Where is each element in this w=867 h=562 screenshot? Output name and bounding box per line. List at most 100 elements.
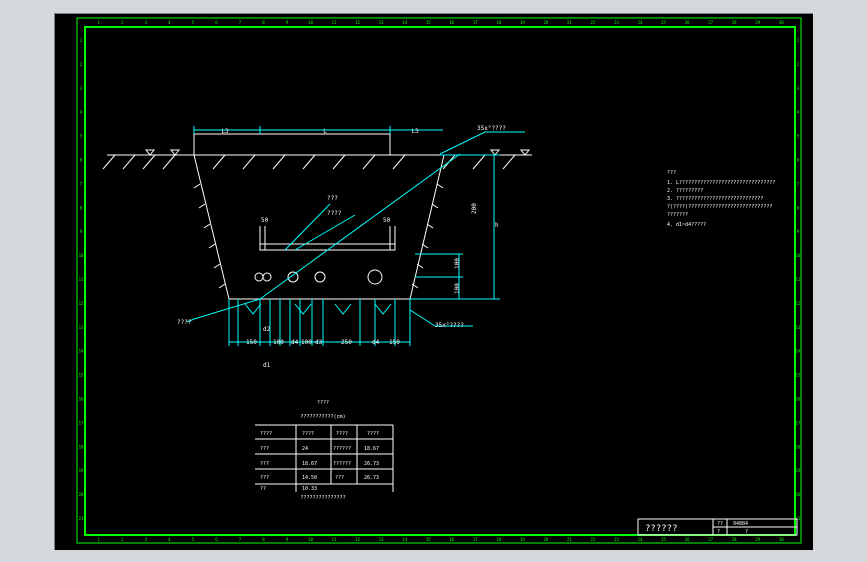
ruler-number: 5 bbox=[192, 20, 195, 25]
dim-L3-left: L3 bbox=[221, 128, 229, 135]
ruler-number: 6 bbox=[797, 157, 800, 162]
ruler-number: 3 bbox=[145, 537, 148, 542]
ruler-number: 4 bbox=[797, 110, 800, 115]
ruler-number: 18 bbox=[496, 20, 501, 25]
note-1: 1. L???????????????????????????????? bbox=[667, 180, 775, 186]
ruler-number: 10 bbox=[796, 253, 801, 258]
ruler-number: 18 bbox=[496, 537, 501, 542]
cable-1 bbox=[254, 272, 264, 282]
ruler-number: 6 bbox=[80, 157, 83, 162]
ruler-number: 20 bbox=[543, 20, 548, 25]
dim-200: 200 bbox=[471, 203, 478, 214]
ruler-number: 12 bbox=[355, 20, 360, 25]
dim-bottom-9: 150 bbox=[389, 339, 400, 346]
ruler-number: 24 bbox=[638, 20, 643, 25]
table-cell: ??? bbox=[260, 446, 269, 452]
table-cell: ???? bbox=[260, 431, 272, 437]
dim-bottom-4: d4 bbox=[291, 339, 299, 346]
table-cell: 26.73 bbox=[364, 475, 379, 481]
note-3: 3. ????????????????????????????? bbox=[667, 196, 763, 202]
ruler-number: 13 bbox=[79, 325, 84, 330]
dim-bottom-8: d4 bbox=[372, 339, 380, 346]
ruler-number: 29 bbox=[755, 537, 760, 542]
table-cell: ?????? bbox=[333, 446, 351, 452]
ruler-number: 9 bbox=[286, 20, 289, 25]
ruler-number: 25 bbox=[661, 20, 666, 25]
ruler-number: 9 bbox=[797, 229, 800, 234]
dim-bottom-6: d3 bbox=[315, 339, 323, 346]
inner-frame bbox=[84, 26, 796, 536]
dim-h: h bbox=[495, 222, 499, 229]
ruler-number: 27 bbox=[708, 20, 713, 25]
table-cell: ?? bbox=[260, 486, 266, 492]
ruler-number: 7 bbox=[239, 537, 242, 542]
ruler-number: 30 bbox=[779, 20, 784, 25]
ruler-number: 3 bbox=[145, 20, 148, 25]
ruler-number: 26 bbox=[685, 537, 690, 542]
table-cell: ???? bbox=[336, 431, 348, 437]
dim-50-left: 50 bbox=[261, 217, 269, 224]
note-3b: ?(????)???????????????????????????? bbox=[667, 204, 772, 210]
dim-L: L bbox=[323, 128, 327, 135]
ruler-number: 8 bbox=[80, 205, 83, 210]
ruler-number: 20 bbox=[796, 492, 801, 497]
table-cell: 14.50 bbox=[302, 475, 317, 481]
ruler-number: 15 bbox=[426, 20, 431, 25]
table-cell: 10.33 bbox=[302, 486, 317, 492]
ruler-number: 15 bbox=[426, 537, 431, 542]
ruler-number: 23 bbox=[614, 537, 619, 542]
ruler-number: 22 bbox=[591, 20, 596, 25]
ruler-number: 21 bbox=[79, 516, 84, 521]
table-title: ???? bbox=[317, 400, 329, 406]
dimension-labels: L3 L L3 h 200 100 100 50 50 150 d2 100 d… bbox=[177, 125, 506, 369]
ruler-number: 1 bbox=[98, 20, 101, 25]
title-block-label-1: ?? bbox=[717, 521, 723, 527]
ruler-number: 1 bbox=[80, 38, 83, 43]
table-cell: ???? bbox=[302, 431, 314, 437]
table-subtitle: ???????????(cm) bbox=[300, 414, 345, 420]
ruler-number: 23 bbox=[614, 20, 619, 25]
note-2: 2. ????????? bbox=[667, 188, 703, 194]
ruler-number: 28 bbox=[732, 20, 737, 25]
ruler-number: 11 bbox=[79, 277, 84, 282]
ruler-number: 18 bbox=[796, 444, 801, 449]
dim-100-b: 100 bbox=[454, 283, 461, 294]
dimension-lines bbox=[186, 126, 525, 327]
ground-surface bbox=[102, 133, 532, 170]
ruler-number: 19 bbox=[796, 468, 801, 473]
ruler-number: 19 bbox=[520, 537, 525, 542]
ruler-number: 3 bbox=[80, 86, 83, 91]
ruler-number: 5 bbox=[192, 537, 195, 542]
table-cell: 18.67 bbox=[364, 446, 379, 452]
ruler-number: 3 bbox=[797, 86, 800, 91]
dim-bottom-3: 100 bbox=[273, 339, 284, 346]
table-cell: 18.67 bbox=[302, 461, 317, 467]
dim-L3-right: L3 bbox=[411, 128, 419, 135]
callout-cable-2: ???? bbox=[327, 210, 342, 217]
cable-3 bbox=[287, 271, 299, 283]
ruler-number: 4 bbox=[80, 110, 83, 115]
ruler-number: 4 bbox=[168, 20, 171, 25]
title-block-value-1: 94884 bbox=[733, 521, 748, 527]
table-cell: ?????? bbox=[333, 461, 351, 467]
ruler-number: 16 bbox=[79, 397, 84, 402]
ruler-number: 10 bbox=[79, 253, 84, 258]
ruler-number: 14 bbox=[402, 537, 407, 542]
ruler-number: 25 bbox=[661, 537, 666, 542]
ruler-number: 2 bbox=[80, 62, 83, 67]
notes-title: ??? bbox=[667, 170, 676, 176]
note-4: 4. d1~d4????? bbox=[667, 222, 706, 228]
ruler-number: 12 bbox=[355, 537, 360, 542]
notes-block: ??? 1. L????????????????????????????????… bbox=[667, 170, 775, 228]
dim-bottom-2: d2 bbox=[263, 326, 271, 333]
ruler-number: 21 bbox=[567, 537, 572, 542]
callout-bottom-right: 35x°???? bbox=[435, 322, 464, 329]
ruler-number: 11 bbox=[332, 537, 337, 542]
ruler-number: 9 bbox=[80, 229, 83, 234]
ruler-number: 21 bbox=[567, 20, 572, 25]
table-cell: 24 bbox=[302, 446, 308, 452]
